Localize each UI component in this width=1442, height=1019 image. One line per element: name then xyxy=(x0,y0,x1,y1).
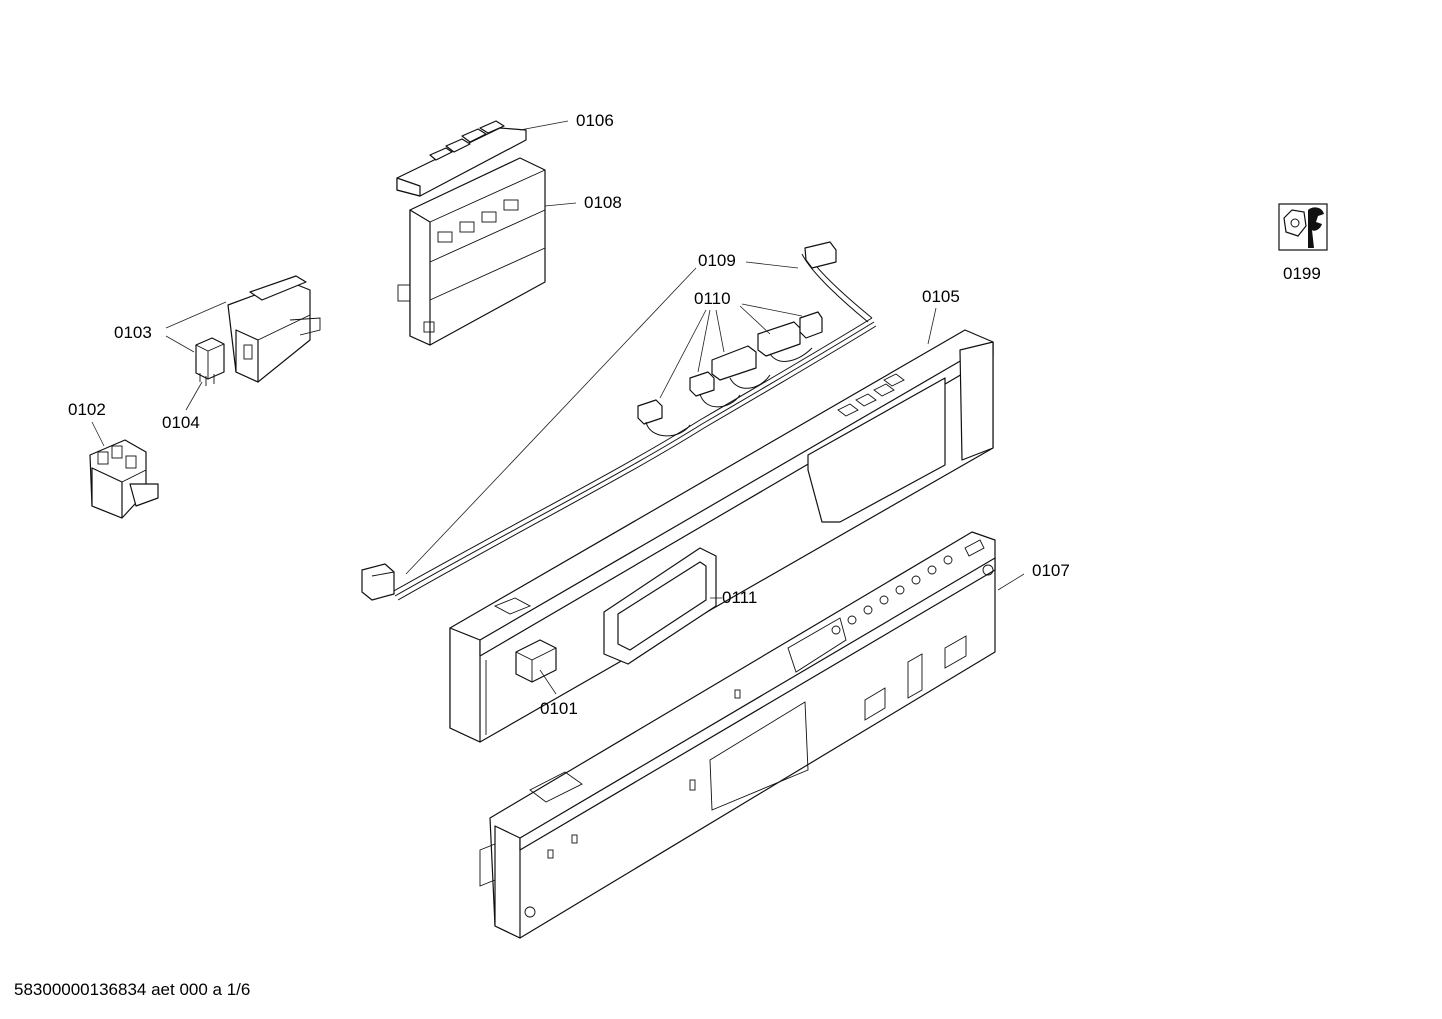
callout-0104: 0104 xyxy=(162,413,200,432)
callout-0108: 0108 xyxy=(584,193,622,212)
part-0102-connector-block[interactable] xyxy=(89,439,159,519)
drawing-id: 58300000136834 aet 000 a 1/6 xyxy=(14,980,251,999)
callout-0102: 0102 xyxy=(68,400,106,419)
part-0111-display-frame[interactable] xyxy=(603,547,717,665)
callout-0199: 0199 xyxy=(1283,264,1321,283)
part-0108-control-module[interactable] xyxy=(397,157,546,346)
callout-0103: 0103 xyxy=(114,323,152,342)
part-0103-switch[interactable] xyxy=(227,275,321,383)
part-0104-relay[interactable] xyxy=(195,337,225,386)
part-0105-control-fascia[interactable] xyxy=(449,329,994,743)
callout-labels: 0106 0108 0109 0110 0105 0103 0104 0102 … xyxy=(68,111,1321,718)
part-0110-connectors[interactable] xyxy=(637,311,823,437)
callout-0105: 0105 xyxy=(922,287,960,306)
callout-0109: 0109 xyxy=(698,251,736,270)
part-0101-cube[interactable] xyxy=(515,639,557,683)
callout-0110: 0110 xyxy=(694,289,731,308)
leader-lines xyxy=(91,120,1025,695)
part-0106-button-module[interactable] xyxy=(396,120,527,197)
wrench-nut-icon xyxy=(1278,203,1328,251)
part-0107-panel-frame[interactable] xyxy=(479,531,996,939)
callout-0111: 0111 xyxy=(722,588,757,607)
callout-0106: 0106 xyxy=(576,111,614,130)
callout-0101: 0101 xyxy=(540,699,578,718)
callout-0107: 0107 xyxy=(1032,561,1070,580)
